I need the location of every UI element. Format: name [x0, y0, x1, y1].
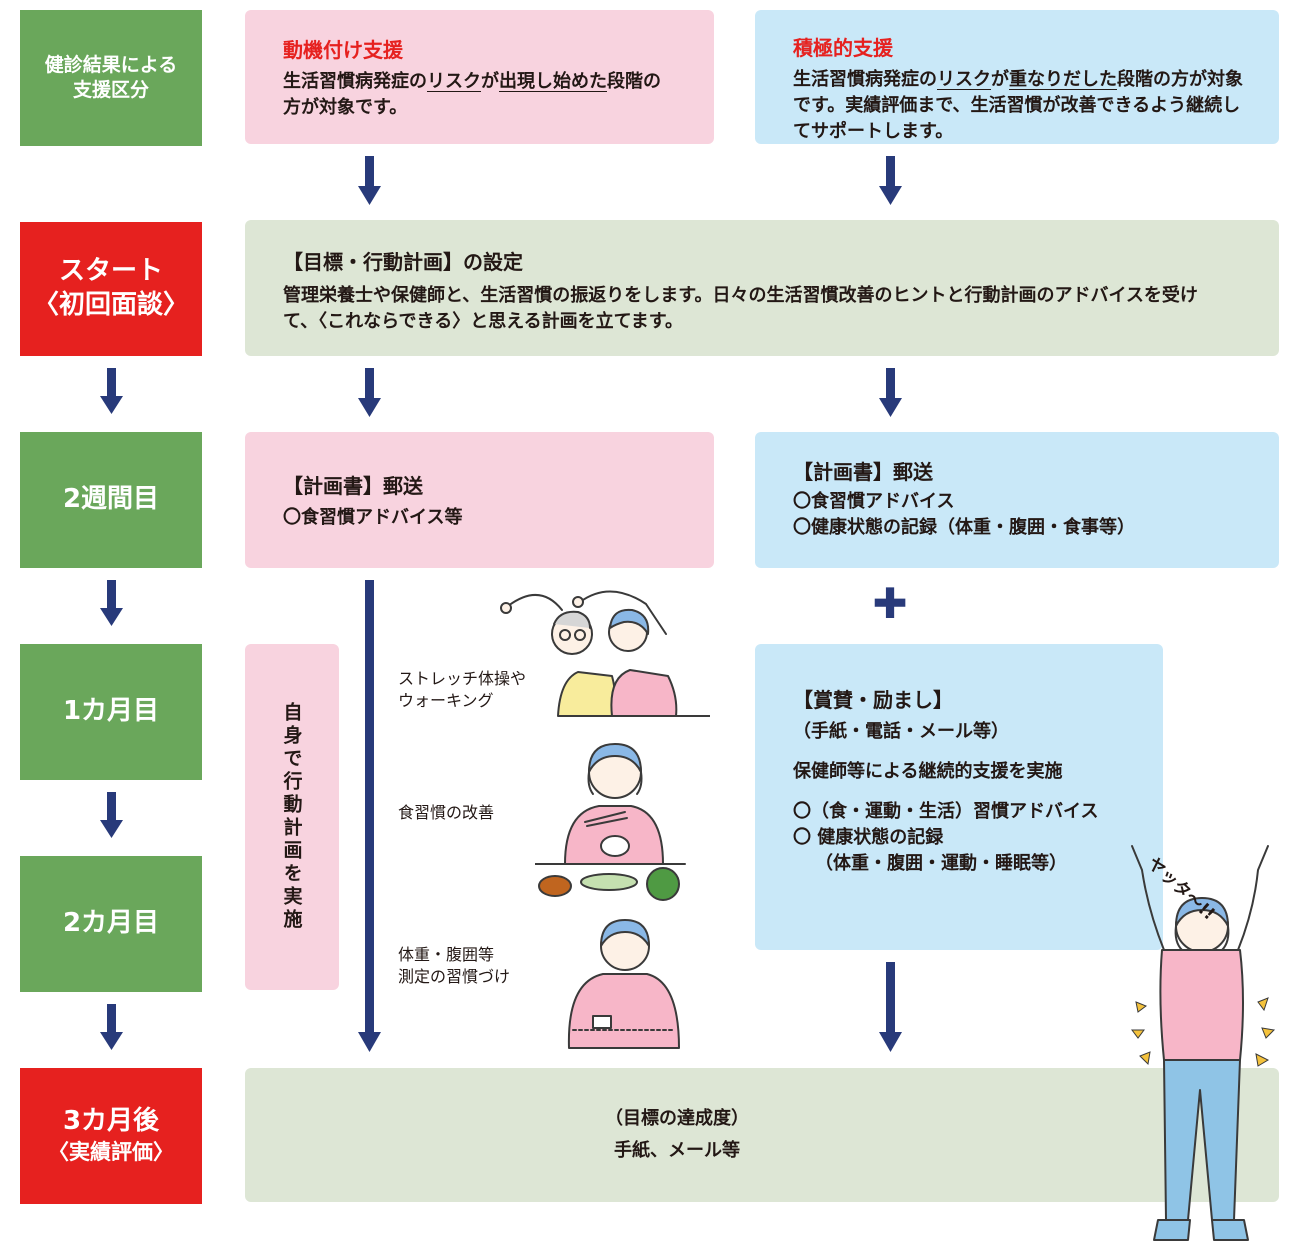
stage-line: スタート — [58, 256, 163, 287]
first-interview-box: 【目標・行動計画】の設定 管理栄養士や保健師と、生活習慣の振返りをします。日々の… — [245, 220, 1279, 356]
stage-line: 〈初回面談〉 — [32, 290, 189, 320]
stage-start: スタート 〈初回面談〉 — [20, 222, 202, 356]
plus-icon: ✚ — [872, 579, 908, 628]
week2-active-item: 〇食習慣アドバイス — [793, 491, 955, 512]
arrow-down-icon — [358, 580, 381, 1052]
week2-motivation-title: 【計画書】郵送 — [283, 474, 423, 498]
activity-measure-label: 体重・腹囲等 測定の習慣づけ — [398, 945, 511, 987]
arrow-down-icon — [879, 156, 902, 205]
support-main: 保健師等による継続的支援を実施 — [793, 761, 1063, 783]
stretching-couple-illustration — [500, 590, 710, 717]
active-box: 積極的支援 生活習慣病発症のリスクが重なりだした段階の方が対象です。実績評価まで… — [755, 10, 1279, 144]
support-item: （体重・腹囲・運動・睡眠等） — [815, 853, 1067, 875]
cheering-woman-illustration — [1131, 845, 1276, 1241]
week2-active-box: 【計画書】郵送 〇食習慣アドバイス 〇健康状態の記録（体重・腹囲・食事等） — [755, 432, 1279, 568]
stage-line: 支援区分 — [72, 79, 149, 101]
stage-week2: 2週間目 — [20, 432, 202, 568]
arrow-down-icon — [358, 368, 381, 417]
arrow-down-icon — [100, 1004, 123, 1050]
arrow-down-icon — [100, 368, 123, 414]
stage-label: 2カ月目 — [62, 908, 160, 939]
support-item: 〇 健康状態の記録 — [793, 827, 944, 849]
activity-exercise-label: ストレッチ体操や ウォーキング — [398, 669, 527, 711]
eating-woman-illustration — [535, 743, 686, 901]
stage-month3: 3カ月後 〈実績評価〉 — [20, 1068, 202, 1204]
self-action-box: 自身で行動計画を実施 — [245, 644, 339, 990]
week2-active-item: 〇健康状態の記録（体重・腹囲・食事等） — [793, 517, 1135, 539]
measuring-woman-illustration — [567, 919, 680, 1049]
motivation-title: 動機付け支援 — [283, 38, 403, 62]
stage-label: 1カ月目 — [62, 696, 160, 727]
week2-motivation-box: 【計画書】郵送 〇食習慣アドバイス等 — [245, 432, 714, 568]
arrow-down-icon — [100, 792, 123, 838]
stage-month1: 1カ月目 — [20, 644, 202, 780]
support-box: 【賞賛・励まし】 （手紙・電話・メール等） 保健師等による継続的支援を実施 〇（… — [755, 644, 1163, 950]
evaluation-line: 手紙、メール等 — [614, 1140, 740, 1161]
evaluation-line: （目標の達成度） — [605, 1107, 749, 1129]
week2-active-title: 【計画書】郵送 — [793, 460, 933, 484]
active-title: 積極的支援 — [793, 36, 893, 60]
stage-line: 〈実績評価〉 — [48, 1140, 174, 1165]
stage-label: 2週間目 — [62, 484, 160, 515]
support-title: 【賞賛・励まし】 — [793, 688, 953, 712]
support-subtitle: （手紙・電話・メール等） — [793, 721, 1009, 742]
first-interview-text: 管理栄養士や保健師と、生活習慣の振返りをします。日々の生活習慣改善のヒントと行動… — [283, 285, 1198, 333]
week2-motivation-item: 〇食習慣アドバイス等 — [283, 507, 463, 528]
arrow-down-icon — [879, 368, 902, 417]
first-interview-title: 【目標・行動計画】の設定 — [283, 250, 523, 274]
stage-line: 3カ月後 — [62, 1106, 160, 1137]
stage-support-category: 健診結果による 支援区分 — [20, 10, 202, 146]
support-item: 〇（食・運動・生活）習慣アドバイス — [793, 801, 1099, 823]
stage-month2: 2カ月目 — [20, 856, 202, 992]
activity-diet-label: 食習慣の改善 — [398, 803, 495, 822]
evaluation-box: （目標の達成度） 手紙、メール等 — [245, 1068, 1279, 1202]
motivation-text: 生活習慣病発症のリスクが出現し始めた段階の方が対象です。 — [283, 71, 661, 119]
motivation-box: 動機付け支援 生活習慣病発症のリスクが出現し始めた段階の方が対象です。 — [245, 10, 714, 144]
arrow-down-icon — [879, 962, 902, 1052]
arrow-down-icon — [358, 156, 381, 205]
arrow-down-icon — [100, 580, 123, 626]
self-action-label: 自身で行動計画を実施 — [280, 702, 303, 932]
stage-line: 健診結果による — [44, 54, 178, 77]
active-text: 生活習慣病発症のリスクが重なりだした段階の方が対象です。実績評価まで、生活習慣が… — [793, 69, 1243, 143]
